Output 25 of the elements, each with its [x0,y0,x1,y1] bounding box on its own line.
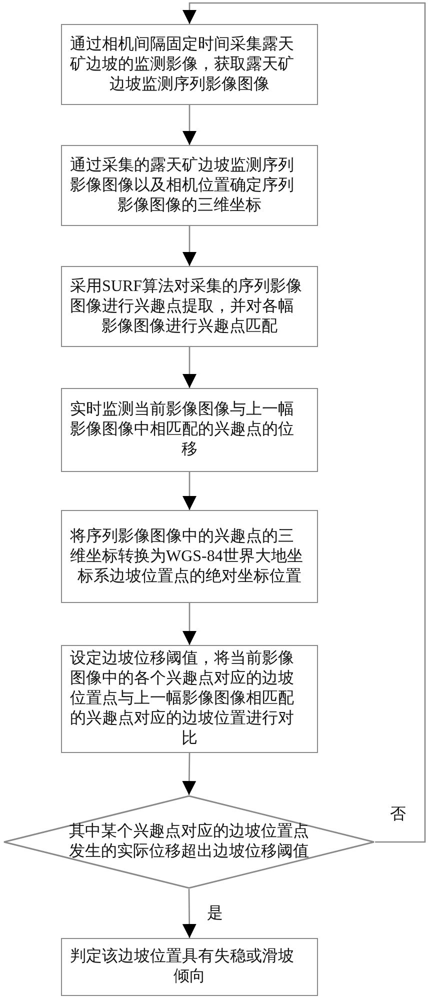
step-text: 通过相机间隔固定时间采集露天矿边坡的监测影像，获取露天矿边坡监测序列影像图像 [70,34,295,94]
step-text: 其中某个兴趣点对应的边坡位置点发生的实际位移超出边坡位移阈值 [68,822,310,862]
arrow [182,105,196,145]
step-text: 判定该边坡位置具有失稳或滑坡倾向 [70,947,295,987]
arrow [182,226,196,266]
arrow [182,2,426,843]
step-text: 实时监测当前影像图像与上一幅影像图像中相匹配的兴趣点的位移 [70,400,295,460]
arrow [182,753,196,795]
process-box [61,24,318,105]
edge-label: 否 [390,806,406,824]
step-text: 设定边坡位移阈值，将当前影像图像中的各个兴趣点对应的边坡位置点与上一幅影像图像相匹配的兴趣点对应的边坡位置进行对比 [70,649,295,749]
process-box [61,145,318,226]
process-box [61,266,318,347]
edge-label: 是 [207,904,223,922]
process-box [61,388,318,472]
arrow [182,889,196,938]
arrow [182,347,196,388]
process-box [61,645,318,753]
process-box [61,938,318,996]
step-text: 采用SURF算法对采集的序列影像图像进行兴趣点提取，并对各幅影像图像进行兴趣点匹配 [70,276,304,336]
arrow [182,472,196,510]
step-text: 将序列影像图像中的兴趣点的三维坐标转换为WGS-84世界大地坐标系边坡位置点的绝对坐标位置 [70,526,304,586]
arrow [182,603,196,645]
step-text: 通过采集的露天矿边坡监测序列影像图像以及相机位置确定序列影像图像的三维坐标 [70,156,295,216]
process-box [61,510,318,603]
